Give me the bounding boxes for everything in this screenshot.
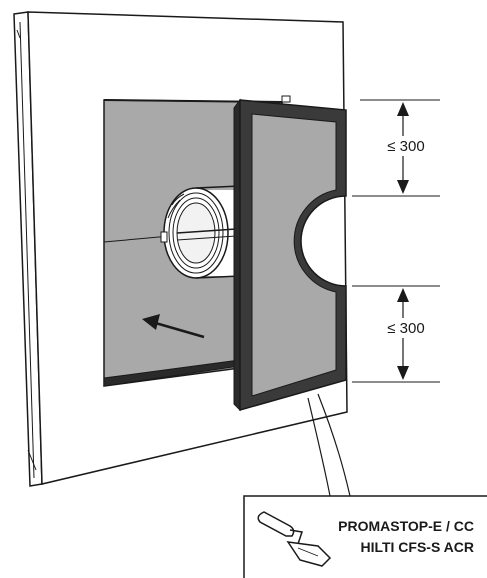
front-panel <box>233 98 347 412</box>
lower-dimension: ≤ 300 <box>382 288 430 380</box>
upper-dimension: ≤ 300 <box>382 102 430 194</box>
front-panel-face <box>251 113 337 397</box>
arrow-left-icon <box>142 314 205 339</box>
board-joint-line <box>103 235 171 243</box>
lower-dimension-label: ≤ 300 <box>387 320 424 337</box>
product-label-line2: HILTI CFS-S ACR <box>360 539 474 555</box>
dimension-annotations: ≤ 300 ≤ 300 <box>352 99 440 383</box>
circular-duct-damper <box>160 185 241 279</box>
upper-dimension-label: ≤ 300 <box>387 138 424 155</box>
product-label-line1: PROMASTOP-E / CC <box>338 518 474 534</box>
trowel-icon <box>257 511 332 567</box>
callout-leader-lines <box>307 393 351 497</box>
product-callout: PROMASTOP-E / CC HILTI CFS-S ACR <box>243 495 487 578</box>
front-panel-thickness <box>233 98 241 412</box>
